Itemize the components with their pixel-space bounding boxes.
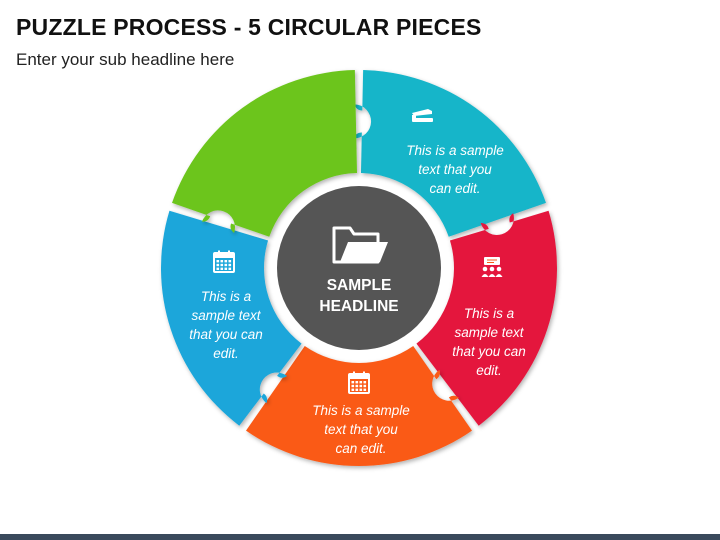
puzzle-piece-text-line: This is a sample — [406, 143, 504, 158]
puzzle-piece-text-line: sample text — [191, 308, 261, 323]
puzzle-piece-text-line: text that you — [324, 422, 398, 437]
center-headline-text: SAMPLE HEADLINE — [319, 277, 398, 315]
folder-icon — [332, 226, 388, 264]
calendar-grid-icon — [213, 250, 235, 273]
center-headline-line: HEADLINE — [319, 298, 398, 315]
puzzle-piece-text-line: that you can — [189, 327, 263, 342]
center-headline: SAMPLE HEADLINE — [271, 180, 447, 356]
puzzle-piece-text-line: sample text — [454, 325, 524, 340]
puzzle-piece-4: This is a sample text that you can edit. — [160, 210, 410, 456]
puzzle-piece-text-line: text that you — [418, 162, 492, 177]
page-subtitle: Enter your sub headline here — [16, 50, 235, 69]
puzzle-piece-text-line: can edit. — [429, 181, 480, 196]
puzzle-piece-text: This is a sample text that you can edit. — [452, 306, 526, 378]
center-circle — [277, 186, 441, 350]
stapler-icon — [412, 109, 433, 122]
puzzle-piece-text-line: can edit. — [335, 441, 386, 456]
calendar-icon — [348, 371, 370, 394]
page-title: PUZZLE PROCESS - 5 CIRCULAR PIECES — [16, 14, 482, 40]
puzzle-piece-5: This is a sample text that you can edit. — [172, 70, 358, 361]
presentation-audience-icon — [481, 257, 503, 277]
puzzle-piece-text-line: This is a — [201, 289, 252, 304]
puzzle-piece-text-line: This is a — [464, 306, 515, 321]
puzzle-piece-2: This is a sample text that you can edit. — [406, 109, 558, 426]
puzzle-piece-text: This is a sample text that you can edit. — [189, 289, 263, 361]
puzzle-piece-shape — [160, 210, 302, 426]
puzzle-piece-shape — [353, 70, 546, 237]
puzzle-piece-shape — [172, 70, 358, 237]
puzzle-piece-3: This is a sample text that you can edit. — [246, 257, 526, 467]
center-headline-line: SAMPLE — [327, 277, 392, 294]
puzzle-piece-text-line: This is a sample — [312, 403, 410, 418]
puzzle-piece-text: This is a sample text that you can edit. — [312, 403, 410, 456]
puzzle-piece-text-line: that you can — [452, 344, 526, 359]
bottom-accent-bar — [0, 534, 720, 540]
puzzle-piece-text-line: edit. — [476, 363, 502, 378]
puzzle-piece-shape — [416, 210, 558, 426]
puzzle-piece-text-line: edit. — [213, 346, 239, 361]
puzzle-piece-shape — [246, 346, 472, 467]
puzzle-piece-text: This is a sample text that you can edit. — [406, 143, 504, 196]
